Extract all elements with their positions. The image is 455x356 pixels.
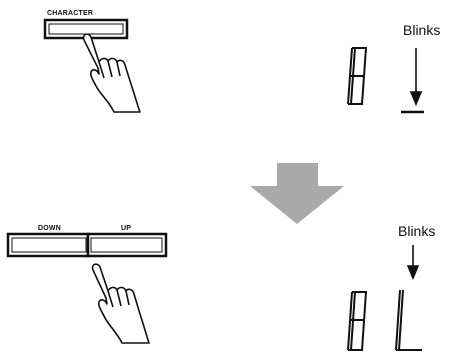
character-button-label: CHARACTER — [47, 10, 94, 17]
step2-display-char-L — [395, 289, 422, 351]
step2-display-char-B — [347, 291, 368, 351]
pointing-hand-icon-2 — [91, 263, 150, 344]
up-button-label: UP — [121, 225, 132, 232]
step1-display-char-B — [347, 47, 368, 105]
step2-blinks-arrow — [406, 245, 420, 281]
down-button[interactable] — [6, 232, 90, 258]
step1-blinks-arrow — [409, 48, 423, 107]
up-button[interactable] — [86, 232, 168, 258]
down-button-label: DOWN — [38, 225, 61, 232]
pointing-hand-icon — [82, 33, 141, 113]
step1-blinks-label: Blinks — [403, 22, 441, 38]
down-arrow-icon — [250, 163, 344, 224]
step2-blinks-label: Blinks — [398, 223, 436, 239]
